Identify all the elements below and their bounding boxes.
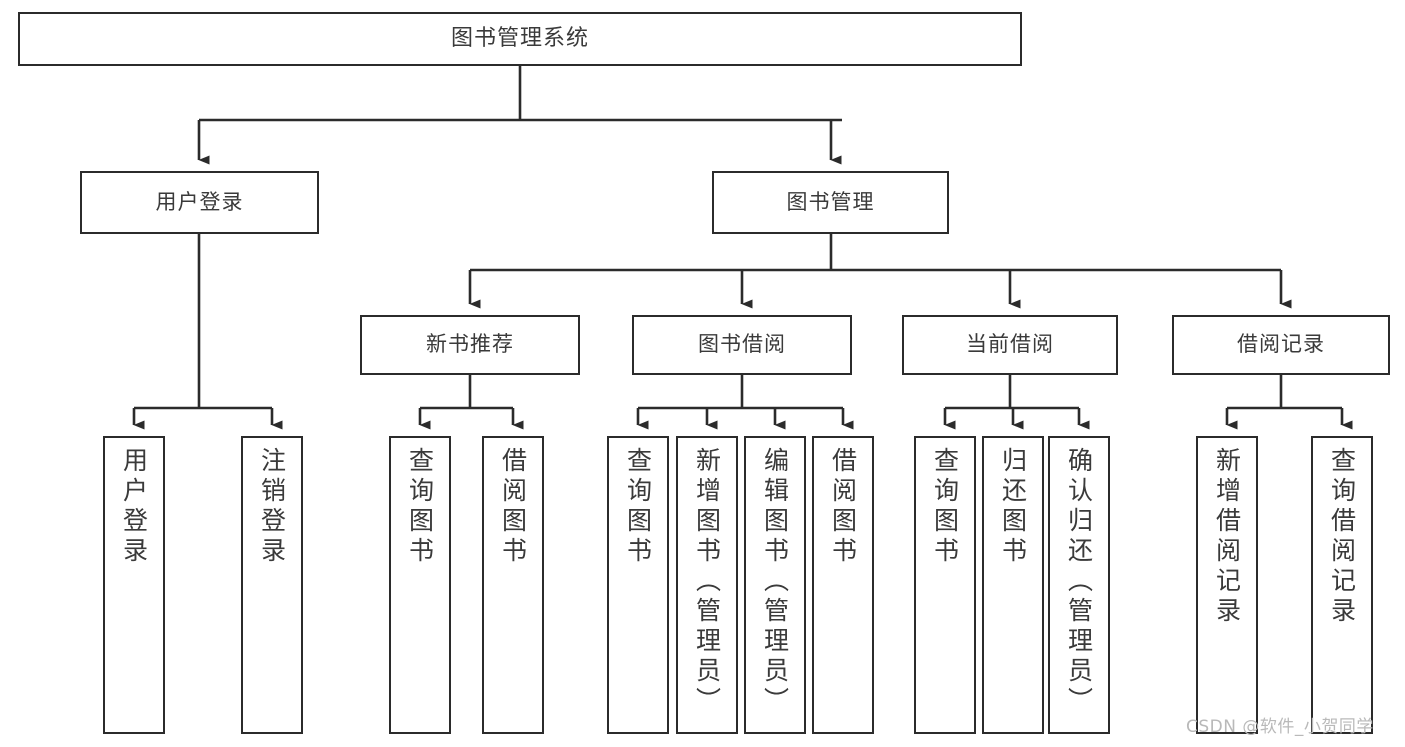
node-leaf-user-login[interactable]: 用户登录	[103, 436, 165, 734]
node-borrow-record-label: 借阅记录	[1237, 332, 1325, 357]
node-leaf-return-book[interactable]: 归还图书	[982, 436, 1044, 734]
node-leaf-borrow-book-1[interactable]: 借阅图书	[482, 436, 544, 734]
node-new-book-recommend-label: 新书推荐	[426, 332, 514, 357]
node-book-borrow-label: 图书借阅	[698, 332, 786, 357]
node-root-label: 图书管理系统	[450, 25, 589, 51]
node-leaf-query-record[interactable]: 查询借阅记录	[1311, 436, 1373, 734]
node-leaf-confirm-return-label: 确认归还（管理员）	[1064, 447, 1094, 717]
node-new-book-recommend[interactable]: 新书推荐	[360, 315, 580, 375]
node-user-login[interactable]: 用户登录	[80, 171, 319, 234]
node-leaf-borrow-book-2[interactable]: 借阅图书	[812, 436, 874, 734]
node-book-borrow[interactable]: 图书借阅	[632, 315, 852, 375]
node-leaf-edit-book-label: 编辑图书（管理员）	[760, 447, 790, 717]
node-leaf-add-record-label: 新增借阅记录	[1212, 447, 1242, 627]
node-leaf-query-book-2-label: 查询图书	[623, 447, 653, 567]
node-leaf-edit-book[interactable]: 编辑图书（管理员）	[744, 436, 806, 734]
node-leaf-borrow-book-2-label: 借阅图书	[828, 447, 858, 567]
node-leaf-confirm-return[interactable]: 确认归还（管理员）	[1048, 436, 1110, 734]
watermark: CSDN @软件_小贺同学	[1186, 717, 1374, 737]
node-leaf-query-book-1[interactable]: 查询图书	[389, 436, 451, 734]
node-leaf-user-logout[interactable]: 注销登录	[241, 436, 303, 734]
node-leaf-add-record[interactable]: 新增借阅记录	[1196, 436, 1258, 734]
node-leaf-query-book-2[interactable]: 查询图书	[607, 436, 669, 734]
node-user-login-label: 用户登录	[155, 189, 244, 214]
node-leaf-borrow-book-1-label: 借阅图书	[498, 447, 528, 567]
node-leaf-query-book-1-label: 查询图书	[405, 447, 435, 567]
node-root[interactable]: 图书管理系统	[18, 12, 1022, 66]
node-current-borrow-label: 当前借阅	[966, 332, 1054, 357]
node-book-manage-label: 图书管理	[786, 189, 875, 214]
node-leaf-query-book-3[interactable]: 查询图书	[914, 436, 976, 734]
node-leaf-user-logout-label: 注销登录	[257, 447, 287, 567]
node-leaf-return-book-label: 归还图书	[998, 447, 1028, 567]
node-leaf-query-record-label: 查询借阅记录	[1327, 447, 1357, 627]
node-current-borrow[interactable]: 当前借阅	[902, 315, 1118, 375]
node-leaf-query-book-3-label: 查询图书	[930, 447, 960, 567]
node-borrow-record[interactable]: 借阅记录	[1172, 315, 1390, 375]
node-leaf-user-login-label: 用户登录	[119, 447, 149, 567]
node-leaf-add-book-label: 新增图书（管理员）	[692, 447, 722, 717]
node-leaf-add-book[interactable]: 新增图书（管理员）	[676, 436, 738, 734]
node-book-manage[interactable]: 图书管理	[712, 171, 949, 234]
